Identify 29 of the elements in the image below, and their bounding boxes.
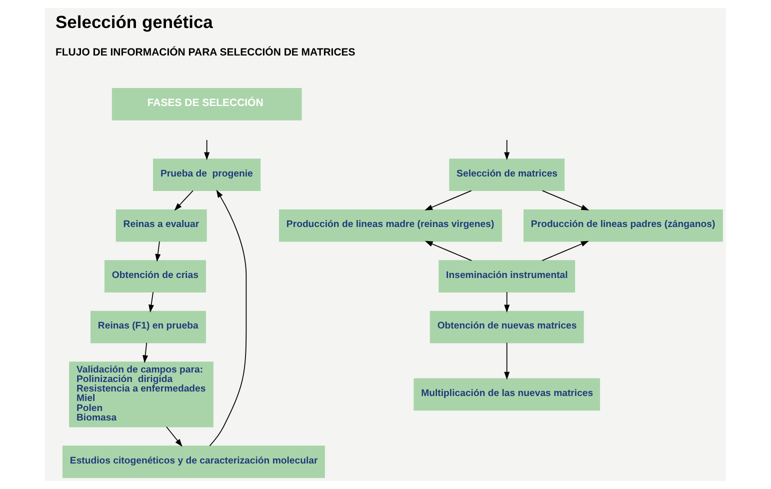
node-box: Selección de matrices bbox=[449, 158, 565, 192]
node-box: Validación de campos para: Polinización dirigida Resistencia a enfermedades Miel Polen Biomasa bbox=[69, 362, 214, 428]
node-box: Obtención de nuevas matrices bbox=[430, 310, 584, 344]
arrow bbox=[542, 190, 590, 210]
node-box: Inseminación instrumental bbox=[438, 260, 576, 292]
arrow bbox=[424, 240, 472, 261]
node-box: Estudios citogenéticos y de caracterización molecular bbox=[62, 446, 325, 478]
diagram-title: Selección genética bbox=[55, 12, 213, 32]
arrow bbox=[504, 140, 510, 160]
arrow bbox=[148, 292, 154, 313]
node-box: Multiplicación de las nuevas matrices bbox=[414, 378, 600, 411]
arrow bbox=[504, 292, 510, 313]
arrow bbox=[166, 426, 182, 447]
node-box: Obtención de crias bbox=[104, 260, 206, 292]
arrow bbox=[204, 140, 210, 160]
node-box: Producción de lineas padres (zánganos) bbox=[524, 209, 723, 242]
arrow bbox=[424, 190, 472, 210]
node-box: Reinas (F1) en prueba bbox=[90, 310, 206, 344]
arrow bbox=[142, 342, 148, 364]
arrow bbox=[504, 342, 510, 380]
arrow bbox=[542, 240, 589, 261]
arrow bbox=[209, 190, 247, 446]
node-box: Producción de lineas madre (reinas virgenes) bbox=[279, 209, 502, 242]
node-box: Reinas a evaluar bbox=[116, 209, 207, 242]
label: FLUJO DE INFORMACIÓN PARA SELECCIÓN DE MATRICES bbox=[55, 47, 356, 58]
arrow bbox=[155, 240, 161, 262]
node-box: Prueba de progenie bbox=[153, 158, 261, 192]
arrow bbox=[174, 190, 194, 211]
node-box: FASES DE SELECCIÓN bbox=[112, 88, 302, 120]
